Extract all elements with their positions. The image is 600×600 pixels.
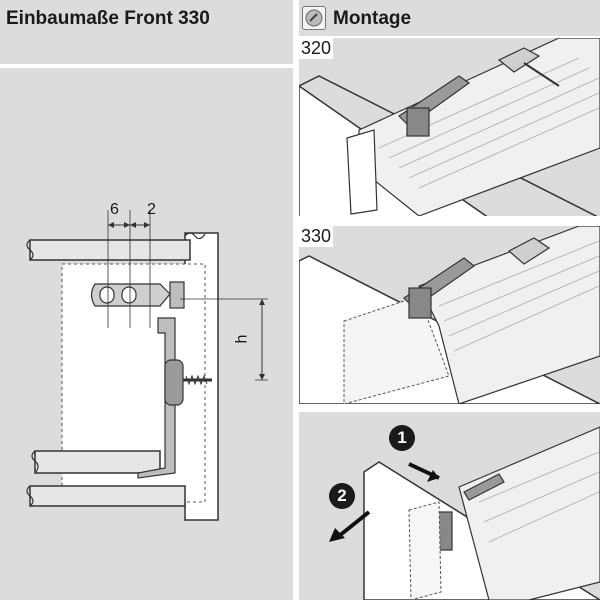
right-title: Montage bbox=[333, 8, 412, 29]
dim-label-6: 6 bbox=[110, 201, 119, 218]
wrench-round-icon bbox=[302, 6, 326, 30]
right-header: Montage bbox=[299, 0, 600, 36]
dim-label-2: 2 bbox=[147, 201, 156, 218]
dimension-drawing-panel: 6 2 h bbox=[0, 68, 293, 600]
montage-panel-320: 320 bbox=[299, 38, 600, 216]
montage-panel-removal: 1 2 bbox=[299, 412, 600, 600]
left-title: Einbaumaße Front 330 bbox=[6, 8, 210, 29]
dimension-drawing bbox=[26, 210, 268, 521]
step-badge-2: 2 bbox=[329, 483, 355, 509]
left-header: Einbaumaße Front 330 bbox=[0, 0, 293, 64]
montage-330-drawing bbox=[299, 226, 600, 404]
step-number: 2 bbox=[337, 486, 347, 505]
montage-320-drawing bbox=[299, 38, 600, 216]
montage-panel-330: 330 bbox=[299, 226, 600, 404]
panel-label-330: 330 bbox=[299, 226, 334, 247]
step-badge-1: 1 bbox=[389, 425, 415, 451]
dim-label-h: h bbox=[233, 334, 251, 344]
montage-removal-drawing bbox=[329, 426, 600, 600]
panel-label-320: 320 bbox=[299, 38, 334, 59]
step-number: 1 bbox=[397, 428, 407, 447]
